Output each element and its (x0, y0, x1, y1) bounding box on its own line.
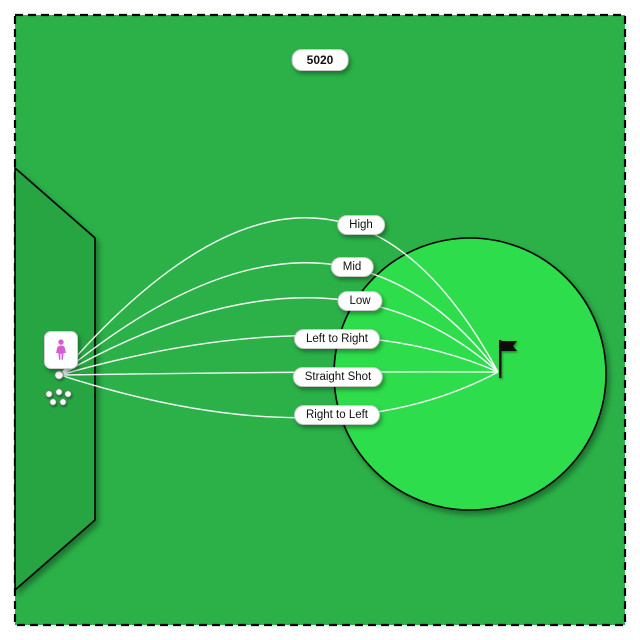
shot-option-high[interactable]: High (337, 215, 385, 235)
shot-option-right-to-left[interactable]: Right to Left (293, 405, 381, 425)
trajectory-high (59, 217, 499, 376)
player-marker (44, 331, 78, 369)
flag-icon (499, 340, 517, 378)
ball-cluster-icon (45, 388, 72, 406)
shot-option-mid[interactable]: Mid (330, 257, 374, 277)
trajectory-low (59, 297, 499, 376)
tee-box (14, 166, 96, 592)
ball-icon (54, 370, 64, 380)
player-icon (56, 339, 66, 360)
trajectory-mid (59, 262, 499, 376)
shot-option-left-to-right[interactable]: Left to Right (293, 329, 381, 349)
shot-option-low[interactable]: Low (337, 291, 383, 311)
shot-option-straight-shot[interactable]: Straight Shot (292, 367, 384, 387)
hole-number-badge: 5020 (291, 49, 349, 71)
